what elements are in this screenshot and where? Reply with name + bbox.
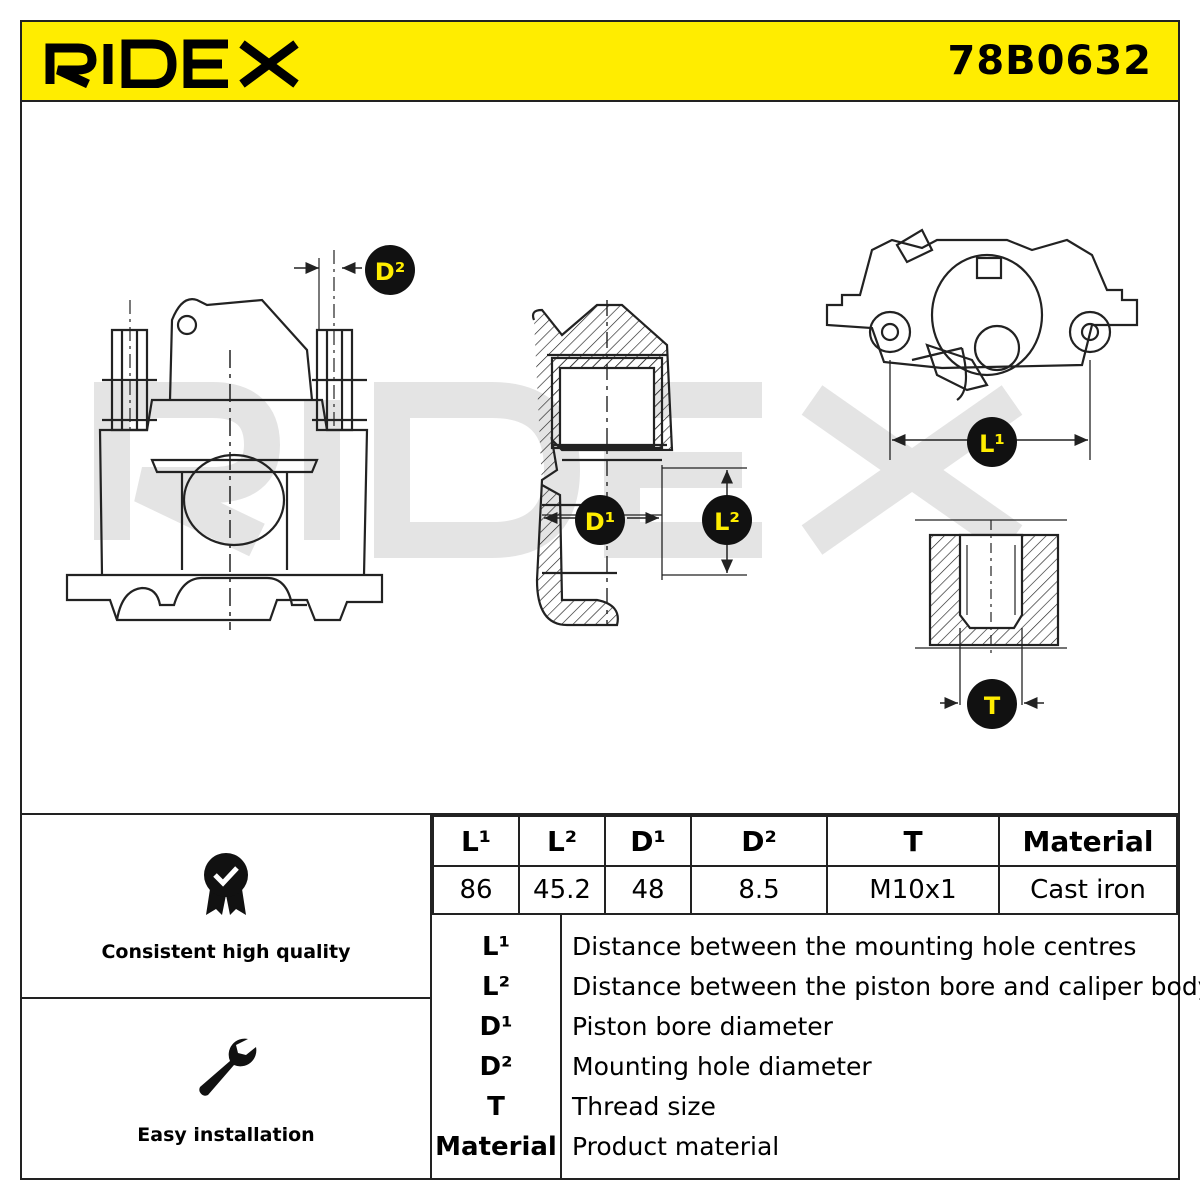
feature-quality: Consistent high quality [22, 815, 430, 999]
spec-value-l1: 86 [432, 865, 520, 915]
legend-row: L² Distance between the piston bore and … [432, 967, 1200, 1007]
legend-desc: Distance between the mounting hole centr… [572, 932, 1137, 961]
spec-value-d2: 8.5 [690, 865, 828, 915]
spec-value-t: M10x1 [826, 865, 1000, 915]
legend-desc: Thread size [572, 1092, 716, 1121]
spec-header-d2: D² [690, 815, 828, 867]
legend-key: Material [435, 1132, 557, 1162]
l2-callout: L² [702, 495, 752, 545]
spec-header-material: Material [998, 815, 1178, 867]
l2-label: L² [714, 508, 740, 536]
part-number: 78B0632 [947, 38, 1152, 84]
spec-header-l1: L¹ [432, 815, 520, 867]
t-callout: T [967, 679, 1017, 729]
thread-section-view [915, 519, 1067, 709]
legend-row: Material Product material [432, 1127, 1178, 1167]
d1-label: D¹ [585, 508, 615, 536]
spec-header-d1: D¹ [604, 815, 692, 867]
quality-badge-icon [204, 853, 248, 915]
header-bar: 78B0632 [22, 22, 1178, 102]
info-section: Consistent high quality Easy installatio… [22, 813, 1200, 1180]
t-label: T [984, 692, 1001, 720]
spec-value-d1: 48 [604, 865, 692, 915]
d1-callout: D¹ [575, 495, 625, 545]
technical-drawing: D² D¹ L² [22, 100, 1178, 812]
ridex-logo-graphic [45, 39, 299, 89]
legend-key: D² [479, 1052, 513, 1082]
legend-row: D² Mounting hole diameter [432, 1047, 1178, 1087]
legend-desc: Distance between the piston bore and cal… [572, 972, 1200, 1001]
l1-callout: L¹ [967, 417, 1017, 467]
spec-value-material: Cast iron [998, 865, 1178, 915]
d2-callout: D² [365, 245, 415, 295]
legend-desc: Mounting hole diameter [572, 1052, 872, 1081]
outer-frame [20, 20, 1180, 1180]
legend-desc: Product material [572, 1132, 780, 1161]
feature-installation: Easy installation [22, 999, 430, 1180]
legend-row: D¹ Piston bore diameter [432, 1007, 1178, 1047]
legend-key: L² [482, 972, 510, 1002]
legend-row: L¹ Distance between the mounting hole ce… [432, 927, 1178, 967]
spec-value-row: 86 45.2 48 8.5 M10x1 Cast iron [432, 865, 1178, 915]
caliper-diagram: D² D¹ L² [65, 228, 1139, 729]
spec-header-l2: L² [518, 815, 606, 867]
d2-label: D² [375, 258, 405, 286]
wrench-icon [199, 1038, 257, 1096]
features-column: Consistent high quality Easy installatio… [22, 815, 432, 1180]
legend: L¹ Distance between the mounting hole ce… [432, 915, 1200, 1180]
spec-value-l2: 45.2 [518, 865, 606, 915]
feature-label-quality: Consistent high quality [101, 941, 351, 963]
spec-table: L¹ L² D¹ D² T Material 86 45.2 48 8.5 M1… [432, 815, 1178, 915]
l1-label: L¹ [979, 430, 1005, 458]
feature-label-installation: Easy installation [137, 1124, 315, 1146]
spec-header-row: L¹ L² D¹ D² T Material [432, 815, 1178, 867]
legend-key: D¹ [479, 1012, 513, 1042]
legend-desc: Piston bore diameter [572, 1012, 833, 1041]
ridex-logo [44, 36, 314, 92]
legend-key: L¹ [482, 932, 510, 962]
spec-header-t: T [826, 815, 1000, 867]
legend-divider [560, 915, 562, 1180]
caliper-rear-view [825, 228, 1139, 460]
caliper-front-view [65, 250, 384, 630]
caliper-section-view [531, 300, 747, 627]
legend-row: T Thread size [432, 1087, 1178, 1127]
legend-key: T [487, 1092, 505, 1122]
